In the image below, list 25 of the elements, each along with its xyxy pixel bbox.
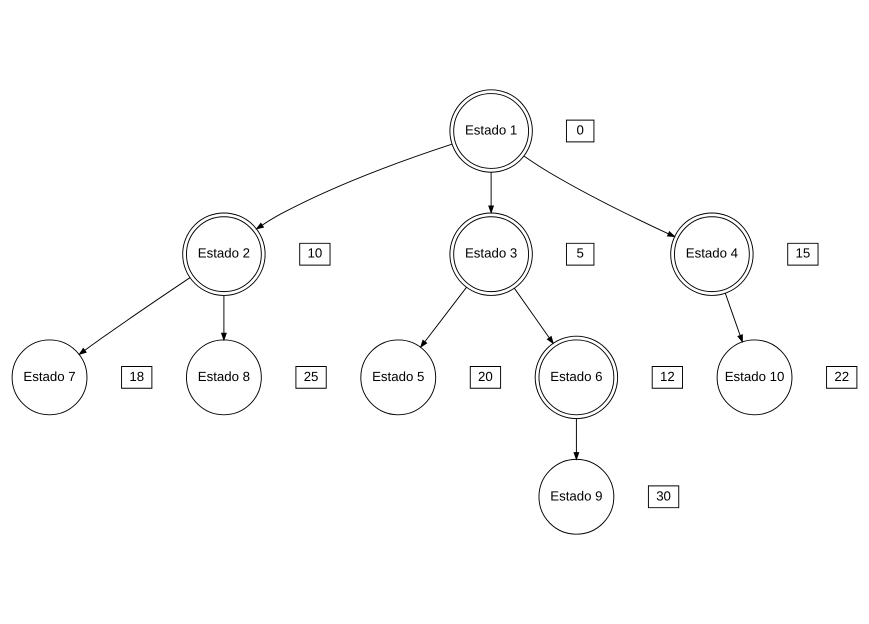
arrow [724, 292, 743, 344]
node-circle: Estado 1 [449, 89, 533, 173]
arrow [523, 156, 676, 238]
arrow [220, 295, 227, 342]
node-label: 20 [478, 368, 493, 384]
arrow [420, 286, 467, 348]
arrow [488, 172, 494, 214]
node-circle: Estado 8 [186, 339, 262, 416]
node-circle: Estado 10 [716, 339, 792, 416]
node-label: 10 [307, 246, 322, 261]
node-label: 5 [576, 246, 584, 261]
node-label: 25 [304, 368, 318, 384]
node-label: 12 [660, 368, 675, 384]
node-label: 15 [796, 246, 810, 261]
node-circle: Estado 4 [670, 212, 754, 296]
node-label: 30 [656, 488, 671, 504]
node-circle: Estado 9 [538, 458, 614, 535]
arrow [514, 288, 554, 345]
node-label: 0 [576, 122, 584, 138]
arrow [573, 418, 580, 461]
node-circle: Estado 3 [449, 212, 533, 296]
node-label: 18 [129, 368, 144, 384]
arrow [78, 277, 190, 356]
node-label: 22 [834, 368, 850, 384]
arrow [255, 144, 452, 230]
